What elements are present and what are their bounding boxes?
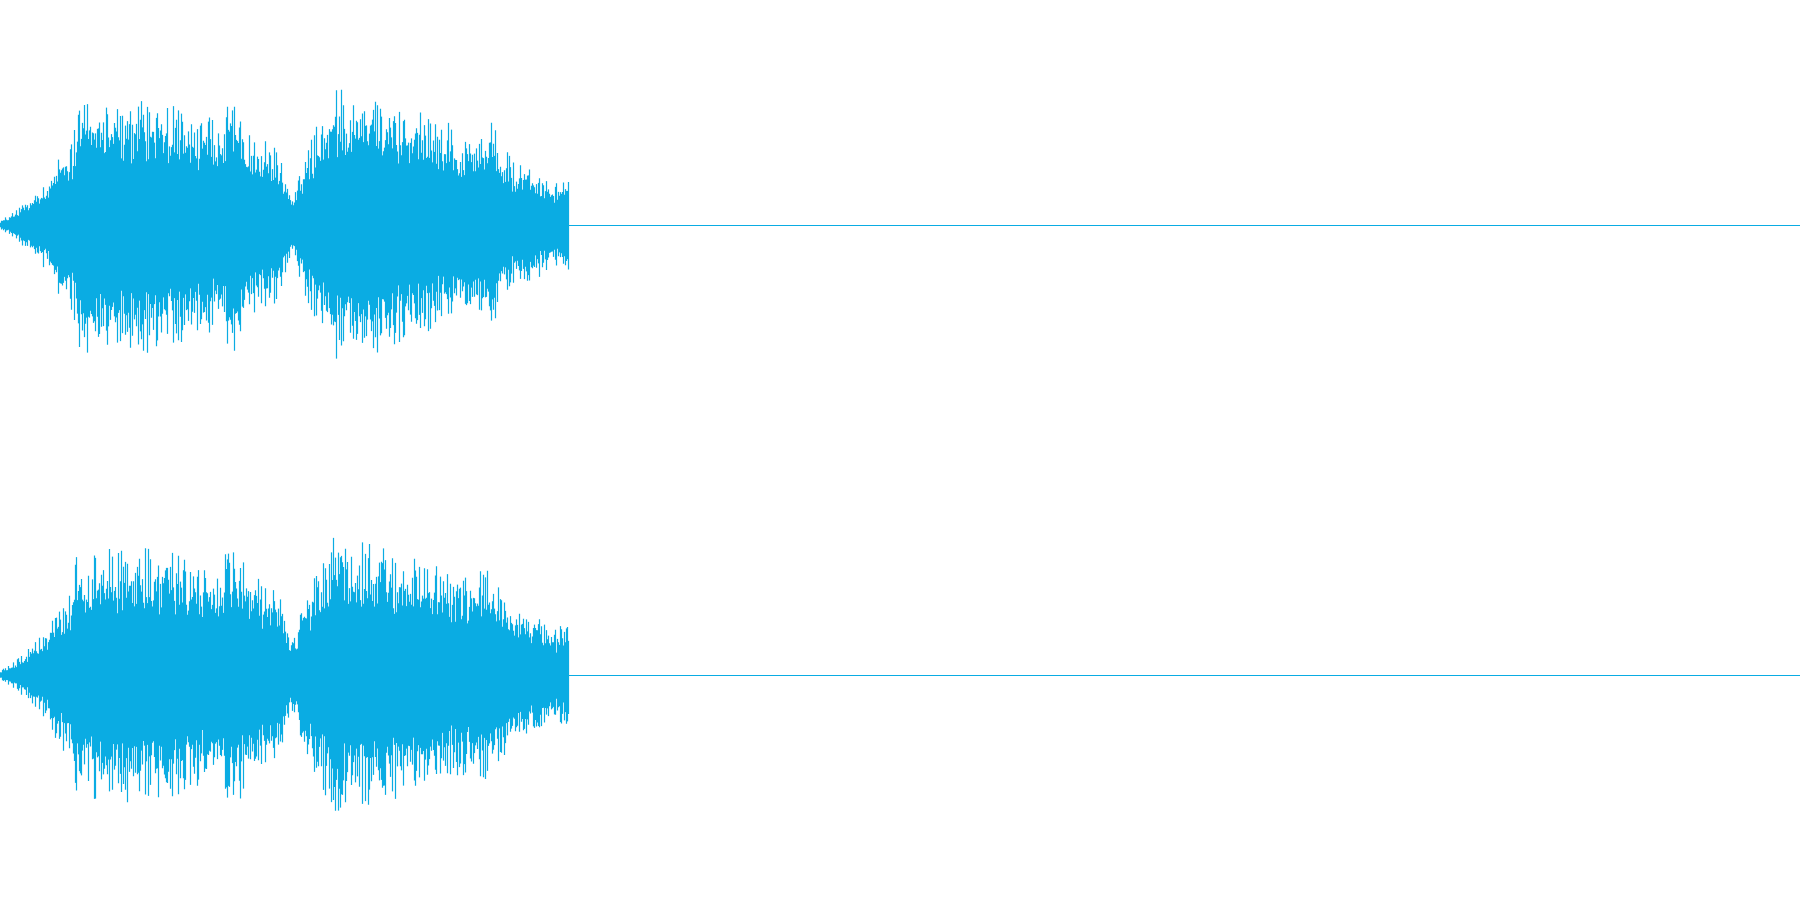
waveform-signal [0, 537, 570, 811]
channel-right [0, 537, 1800, 811]
waveform-signal [0, 89, 570, 359]
channel-left [0, 89, 1800, 359]
